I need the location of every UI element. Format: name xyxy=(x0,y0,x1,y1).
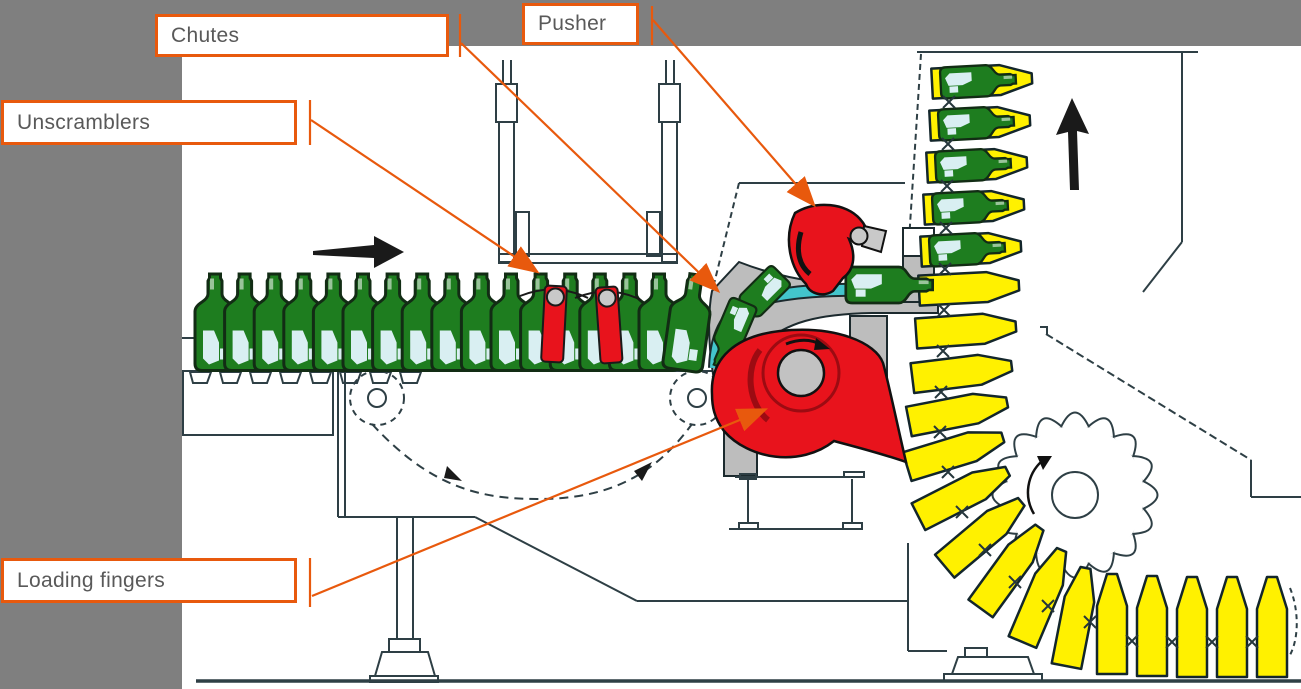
unscrambler-fingers xyxy=(519,284,642,365)
belt-arrow-icon xyxy=(444,466,462,481)
pocket-empty xyxy=(1175,575,1209,679)
pocket-empty xyxy=(1095,572,1129,676)
sprocket-gear xyxy=(991,411,1159,579)
conveyor-direction-arrow-icon xyxy=(313,236,404,268)
gear-rotation-arrow-icon xyxy=(1026,460,1043,515)
callout-pusher: Pusher xyxy=(522,3,639,45)
callout-leaders xyxy=(308,6,816,607)
elevator-direction-arrow-icon xyxy=(1056,98,1089,190)
callout-loading-fingers: Loading fingers xyxy=(1,558,297,603)
loading-fingers-leader xyxy=(311,408,769,598)
callout-pusher-label: Pusher xyxy=(538,12,607,35)
belt-arrow-icon xyxy=(634,462,652,481)
callout-loading-fingers-label: Loading fingers xyxy=(17,568,166,592)
chutes-leader xyxy=(460,42,721,294)
callout-unscramblers: Unscramblers xyxy=(1,100,297,145)
callout-unscramblers-label: Unscramblers xyxy=(17,110,151,134)
callout-chutes-label: Chutes xyxy=(171,23,240,47)
pocket-empty xyxy=(1255,575,1289,679)
chute-frame xyxy=(495,60,681,264)
pusher-leader xyxy=(652,19,816,208)
conveyor-bottle-row xyxy=(193,270,717,375)
elevator-housing xyxy=(907,51,1301,682)
pocket-empty xyxy=(1215,575,1249,679)
callout-chutes: Chutes xyxy=(155,14,449,57)
unscrambler-finger xyxy=(540,284,568,364)
belt-return-path xyxy=(371,423,693,501)
pocket-empty xyxy=(1135,574,1169,678)
pusher-pivot xyxy=(849,226,869,246)
support-bracket xyxy=(729,471,865,530)
unscrambler-finger xyxy=(594,285,624,365)
unscramblers-leader xyxy=(310,119,540,274)
pusher-arm xyxy=(787,203,888,296)
rotor-hub xyxy=(776,348,826,398)
